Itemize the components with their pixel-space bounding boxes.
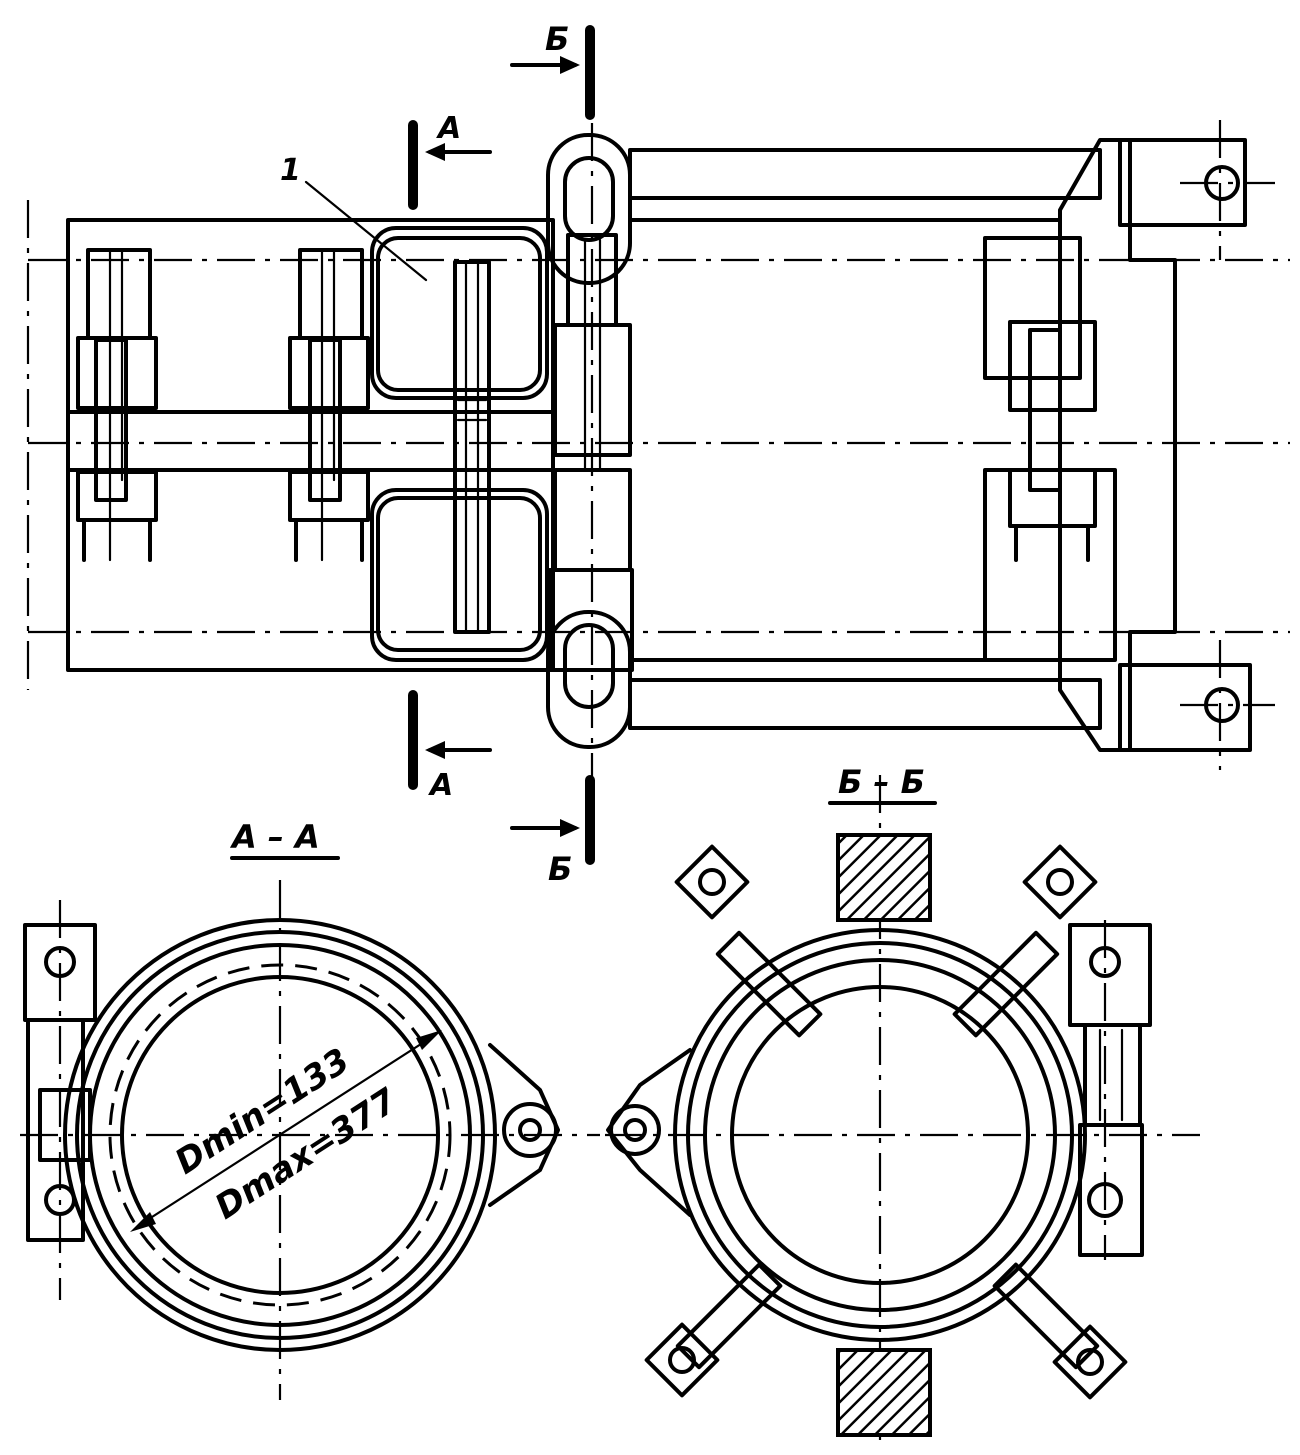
radial-bolt-se [992, 1262, 1128, 1400]
hinge-column [546, 133, 634, 749]
radial-bolt-sw [644, 1262, 783, 1398]
section-a-mark-bottom: А [428, 768, 453, 803]
bolt-assembly-left-1 [76, 248, 158, 562]
section-b-mark-bottom: Б [548, 850, 572, 888]
section-a-a-title: А – А [229, 818, 320, 856]
section-a-a [20, 856, 600, 1400]
section-b-b [605, 775, 1200, 1440]
section-b-mark-top: Б [545, 20, 569, 58]
radial-bolt-ne [952, 844, 1098, 1038]
end-bracket [983, 138, 1252, 752]
bolt-assembly-left-2 [288, 248, 370, 562]
section-a-mark-top: А [436, 111, 461, 146]
part-number-label: 1 [280, 153, 301, 188]
plan-view [26, 25, 1290, 865]
section-b-b-title: Б – Б [838, 763, 925, 801]
radial-bolt-nw [674, 844, 823, 1038]
